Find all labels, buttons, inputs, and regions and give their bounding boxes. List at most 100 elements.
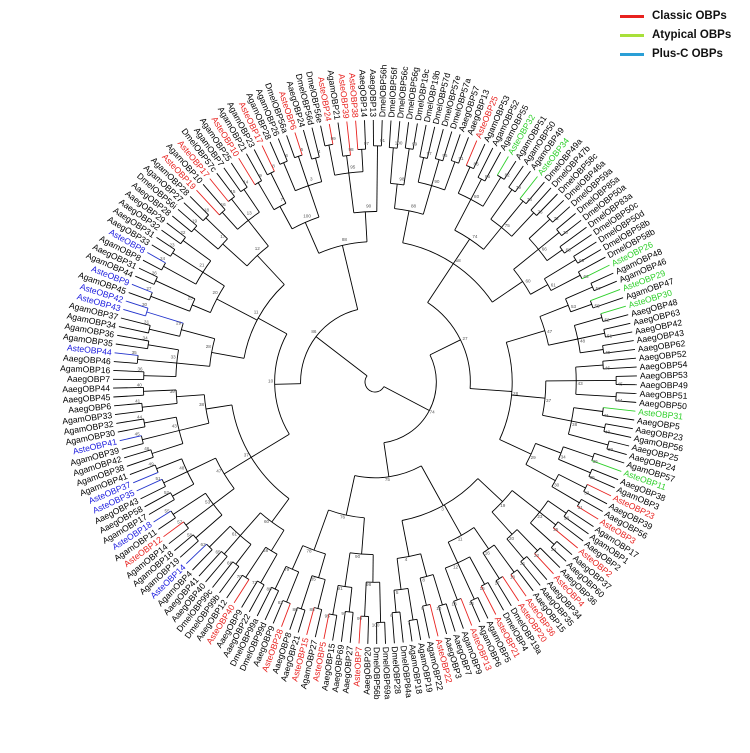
branch-arc	[232, 561, 240, 567]
branch-line	[247, 220, 269, 247]
branch-line	[143, 375, 176, 378]
branch-line	[469, 556, 485, 585]
branch-line	[113, 394, 144, 398]
branch-line	[514, 170, 531, 193]
leaf-label: AaegOBP13	[368, 69, 378, 117]
branch-line	[320, 125, 326, 146]
legend-label-classic: Classic OBPs	[652, 10, 727, 22]
bootstrap-value: 47	[547, 329, 553, 334]
branch-line	[124, 449, 152, 459]
branch-arc	[161, 262, 166, 271]
bootstrap-value: 68	[566, 248, 572, 253]
branch-line	[196, 189, 220, 216]
branch-line	[150, 295, 190, 312]
branch-arc	[342, 154, 351, 157]
bootstrap-value: 95	[350, 165, 356, 170]
branch-line	[272, 600, 284, 624]
branch-line	[558, 458, 591, 474]
bootstrap-value: 24	[551, 547, 557, 552]
branch-line	[458, 137, 469, 164]
bootstrap-value: 88	[342, 237, 348, 242]
bootstrap-value: 88	[310, 607, 316, 612]
bootstrap-value: 100	[303, 213, 311, 218]
bootstrap-value: 80	[266, 587, 272, 592]
branch-line	[205, 556, 228, 583]
branch-line	[556, 213, 576, 230]
branch-line	[568, 433, 609, 446]
branch-line	[575, 364, 604, 368]
bootstrap-value: 65	[215, 550, 221, 555]
branch-line	[137, 358, 177, 364]
branch-line	[226, 574, 243, 599]
branch-line	[602, 414, 635, 421]
leaf-label: AaegOBP46	[63, 353, 112, 367]
branch-line	[536, 193, 558, 216]
bootstrap-value: 33	[171, 355, 177, 360]
branch-line	[602, 314, 629, 322]
branch-line	[550, 547, 567, 562]
bootstrap-value: 5	[396, 590, 399, 595]
branch-arc	[243, 284, 285, 359]
bootstrap-value: 13	[452, 601, 458, 606]
branch-line	[144, 416, 177, 424]
bootstrap-value: 25	[188, 296, 194, 301]
bootstrap-value: 99	[412, 142, 418, 147]
branch-line	[444, 567, 458, 601]
branch-line	[590, 288, 621, 302]
branch-line	[202, 184, 226, 210]
branch-line	[496, 156, 509, 176]
bootstrap-value: 40	[137, 383, 143, 388]
branch-line	[511, 212, 535, 237]
bootstrap-value: 75	[385, 477, 391, 482]
bootstrap-value: 82	[505, 173, 511, 178]
branch-line	[565, 286, 593, 300]
branch-line	[379, 582, 382, 623]
bootstrap-value: 53	[571, 304, 577, 309]
branch-line	[260, 553, 278, 584]
bootstrap-value: 98	[399, 177, 405, 182]
branch-line	[605, 331, 633, 338]
bootstrap-value: 39	[170, 389, 176, 394]
branch-line	[399, 611, 404, 643]
leaf-label: AaegOBP27	[340, 645, 355, 694]
bootstrap-value: 41	[604, 413, 610, 418]
branch-arc	[480, 582, 489, 587]
branch-line	[179, 422, 210, 431]
branch-line	[181, 329, 215, 340]
bootstrap-value: 66	[542, 246, 548, 251]
branch-line	[525, 464, 556, 481]
branch-arc	[405, 147, 414, 150]
bootstrap-value: 48	[580, 339, 586, 344]
branch-line	[151, 443, 184, 454]
bootstrap-value: 95	[442, 153, 448, 158]
branch-arc	[141, 403, 144, 412]
bootstrap-value: 79	[516, 185, 522, 190]
branch-line	[605, 423, 633, 430]
bootstrap-value: 30	[554, 482, 560, 487]
branch-line	[568, 509, 594, 527]
branch-arc	[544, 278, 552, 291]
branch-line	[315, 157, 323, 182]
bootstrap-value: 82	[278, 600, 284, 605]
bootstrap-value: 44	[137, 415, 143, 420]
bootstrap-value: 20	[509, 536, 515, 541]
bootstrap-value: 91	[380, 138, 386, 143]
branch-line	[306, 607, 315, 636]
branch-line	[513, 248, 539, 270]
branch-line	[117, 426, 146, 433]
branch-line	[123, 308, 146, 317]
branch-line	[223, 167, 242, 192]
bootstrap-value: 52	[164, 490, 170, 495]
bootstrap-value: 12	[453, 564, 459, 569]
branch-line	[615, 400, 637, 403]
branch-arc	[181, 458, 195, 485]
bootstrap-value: 60	[264, 519, 270, 524]
bootstrap-value: 26	[564, 516, 570, 521]
branch-line	[444, 161, 456, 191]
branch-line	[443, 504, 462, 536]
branch-line	[274, 383, 301, 385]
bootstrap-value: 60	[525, 279, 531, 284]
branch-line	[195, 514, 223, 539]
branch-line	[480, 585, 497, 615]
